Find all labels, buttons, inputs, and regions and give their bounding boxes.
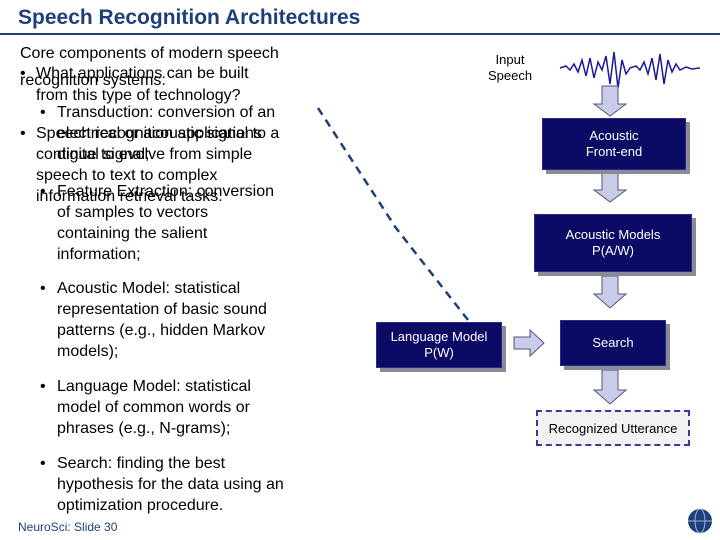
bullet-dot: • [40, 378, 46, 395]
overlap-bullet-line: speech to text to complex [36, 167, 218, 184]
bullet-line: phrases (e.g., N-grams); [57, 420, 231, 437]
bullet-line: representation of basic sound [57, 301, 267, 318]
right-arrow [513, 328, 545, 358]
bullet-dot: • [20, 125, 26, 142]
globe-icon [688, 508, 712, 534]
input-speech-label: Input Speech [480, 52, 540, 84]
bullet-line: containing the salient [57, 225, 208, 242]
bullet-dot: • [40, 104, 46, 121]
input-label-line: Speech [487, 68, 533, 83]
bullet-line: information; [57, 246, 141, 263]
overlap-bullet-line: from this type of technology? [36, 87, 241, 104]
acoustic-models-box: Acoustic Models P(A/W) [534, 214, 692, 272]
input-label-line: Input [495, 52, 525, 67]
down-arrow-1 [592, 85, 628, 117]
language-model-box: Language Model P(W) [376, 322, 502, 368]
overlap-bullet-line: What applications can be built [36, 65, 249, 82]
bullet-dot: • [40, 455, 46, 472]
bullet-line: digital signal; [57, 146, 150, 163]
bullet-line: patterns (e.g., hidden Markov [57, 322, 266, 339]
overlap-bullet-line: continue to evolve from simple [36, 146, 253, 163]
down-arrow-2 [592, 169, 628, 203]
overlap-bullet-line: information retrieval tasks. [36, 188, 223, 205]
bullet-dot: • [40, 280, 46, 297]
recognized-utterance-box: Recognized Utterance [536, 410, 690, 446]
bullet-line: of samples to vectors [57, 204, 209, 221]
acoustic-front-end-box: Acoustic Front-end [542, 118, 686, 170]
down-arrow-3 [592, 275, 628, 309]
overlap-bullet-line: Speech recognition applications [36, 125, 262, 142]
bullet-line: electrical or acoustic signal to a [57, 125, 280, 142]
bullet-line: model of common words or [57, 399, 250, 416]
language-model-line: Language Model [390, 329, 488, 344]
search-box: Search [560, 320, 666, 366]
acoustic-models-line: P(A/W) [592, 243, 634, 258]
intro-line: Core components of modern speech [20, 45, 279, 62]
bullet-dot: • [40, 183, 46, 200]
bullet-line: models); [57, 343, 119, 360]
bullet-line: Search: finding the best [57, 455, 226, 472]
front-end-line: Acoustic [589, 128, 639, 143]
bullet-line: Feature Extraction: conversion [57, 183, 274, 200]
title-rule [0, 33, 720, 35]
acoustic-models-line: Acoustic Models [565, 227, 661, 242]
waveform-icon [559, 51, 701, 89]
slide-title: Speech Recognition Architectures [18, 6, 361, 29]
intro-line: recognition systems: [20, 72, 166, 89]
dashed-connector [316, 107, 469, 321]
bullet-dot: • [20, 65, 26, 82]
language-model-line: P(W) [424, 345, 454, 360]
bullet-line: optimization procedure. [57, 497, 224, 514]
bullet-line: Acoustic Model: statistical [57, 280, 241, 297]
bullet-line: Transduction: conversion of an [57, 104, 276, 121]
down-arrow-4 [592, 369, 628, 405]
front-end-line: Front-end [585, 144, 643, 159]
slide-footer: NeuroSci: Slide 30 [18, 520, 118, 534]
bullet-line: Language Model: statistical [57, 378, 251, 395]
bullet-line: hypothesis for the data using an [57, 476, 284, 493]
